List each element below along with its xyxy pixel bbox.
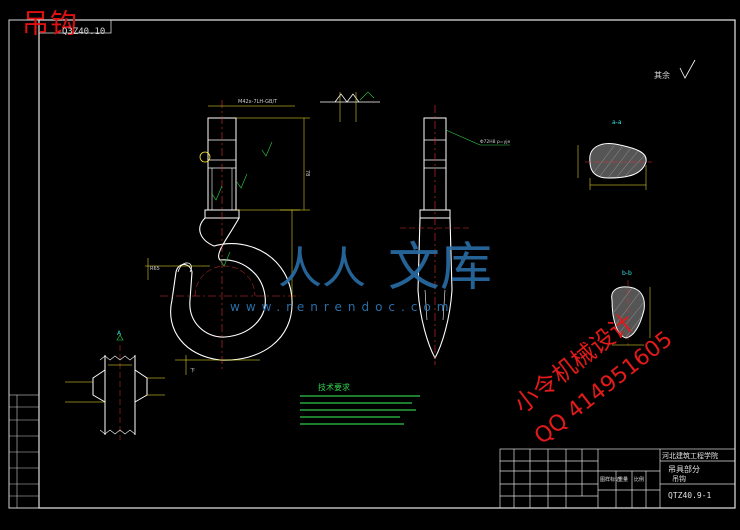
title-block-drawing-code: QTZ40.9-1 <box>668 491 712 500</box>
title-block-school: 河北建筑工程学院 <box>662 452 718 460</box>
title-block-label-scale: 比例 <box>634 477 645 483</box>
svg-text:下: 下 <box>190 368 195 374</box>
title-block <box>499 448 736 509</box>
hook-side-view: Φ72H8 p=yje <box>400 105 510 365</box>
hook-front-view: M42x-7LH-GB/T 78 R65 下 <box>145 99 310 375</box>
title-block-part-group: 吊具部分 <box>668 465 700 474</box>
view-label-a: A <box>117 330 122 337</box>
drawing-title-red: 吊钩 <box>22 9 78 40</box>
svg-text:M42x-7LH-GB/T: M42x-7LH-GB/T <box>238 99 278 105</box>
title-block-label-weight: 重量 <box>618 477 629 483</box>
partial-view-a <box>65 334 165 440</box>
roughness-note: 其余 <box>654 71 670 80</box>
watermark-logo-left: 人人 <box>278 243 366 294</box>
top-number-box <box>38 19 112 34</box>
thread-detail <box>320 91 380 122</box>
svg-text:78: 78 <box>304 170 310 176</box>
svg-text:R65: R65 <box>150 266 160 272</box>
section-label-a-a: a-a <box>612 119 622 126</box>
watermark-url: www.renrendoc.com <box>230 300 455 314</box>
top-drawing-number: Q3Z40.10 <box>62 27 106 37</box>
section-b-b <box>611 280 651 346</box>
tech-requirements-title: 技术要求 <box>318 383 350 392</box>
section-label-b-b: b-b <box>622 270 632 277</box>
svg-text:Φ72H8 p=yje: Φ72H8 p=yje <box>480 139 510 145</box>
title-block-label-mark: 图样标记 <box>600 477 621 483</box>
inner-border <box>38 19 736 509</box>
watermark-logo-right: 文库 <box>388 238 493 298</box>
left-margin-table <box>8 394 40 509</box>
roughness-symbol <box>679 59 696 79</box>
section-a-a <box>577 143 652 190</box>
outer-border <box>8 19 736 509</box>
title-block-part-name: 吊钩 <box>672 475 686 483</box>
tech-notes <box>300 395 420 425</box>
